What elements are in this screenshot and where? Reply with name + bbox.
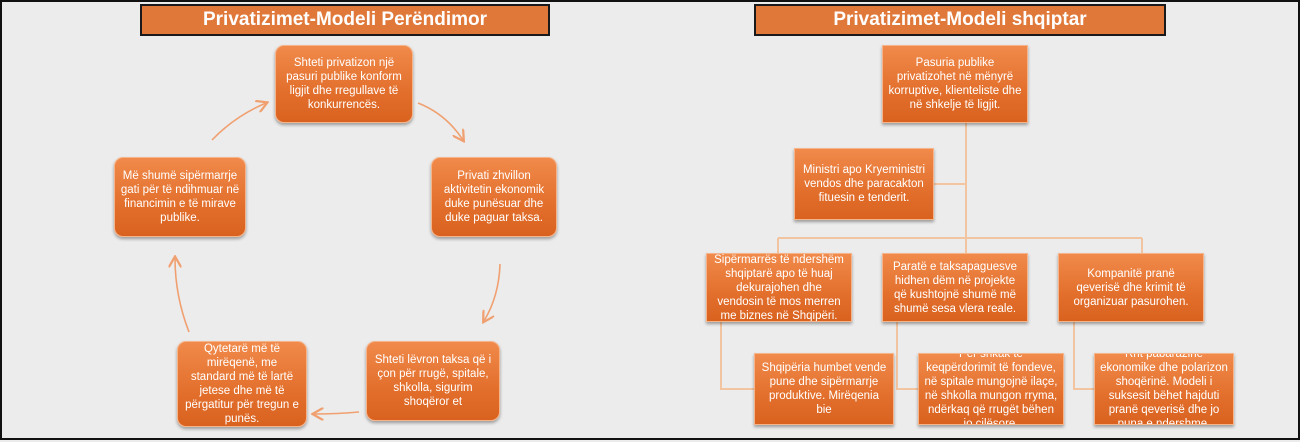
org-level2-taxpayer-money: Paratë e taksapaguesve hidhen dëm në pro… [882, 253, 1028, 322]
org-level2-honest-entrepreneurs: Sipërmarrës të ndershëm shqiptarë apo të… [706, 253, 852, 322]
org-level2-government-companies: Kompanitë pranë qeverisë dhe krimit të o… [1058, 253, 1204, 322]
cycle-arrow-5 [211, 103, 266, 141]
cycle-node-privatization: Shteti privatizon një pasuri publike kon… [275, 45, 413, 123]
org-level3-fund-misuse: Për shkak të keqpërdorimit të fondeve, n… [918, 353, 1064, 425]
org-level3-inequality: Rrit pabarazinë ekonomike dhe polarizon … [1094, 353, 1234, 425]
cycle-node-citizens: Qytetarë më të mirëqenë, me standard më … [177, 341, 307, 427]
connector-level3-a [720, 322, 754, 390]
connector-level3-c [1073, 322, 1094, 390]
org-level3-jobs-lost: Shqipëria humbet vende pune dhe sipërmar… [754, 353, 894, 425]
cycle-arrow-1 [417, 102, 463, 140]
connector-level3-b [896, 322, 918, 390]
org-assistant-minister: Ministri apo Kryeministri vendos dhe par… [794, 148, 934, 220]
cycle-node-taxes: Shteti lëvron taksa që i çon për rrugë, … [366, 341, 500, 421]
left-title: Privatizimet-Modeli Perëndimor [140, 4, 550, 36]
cycle-node-private-activity: Privati zhvillon aktivitetin ekonomik du… [431, 157, 557, 237]
right-title: Privatizimet-Modeli shqiptar [754, 4, 1166, 36]
cycle-arrow-3 [314, 412, 360, 414]
org-root-corrupt-privatization: Pasuria publike privatizohet në mënyrë k… [882, 45, 1028, 123]
cycle-node-more-enterprise: Më shumë sipërmarrje gati për të ndihmua… [114, 157, 246, 237]
cycle-arrow-2 [484, 263, 501, 321]
cycle-arrow-4 [175, 258, 190, 333]
